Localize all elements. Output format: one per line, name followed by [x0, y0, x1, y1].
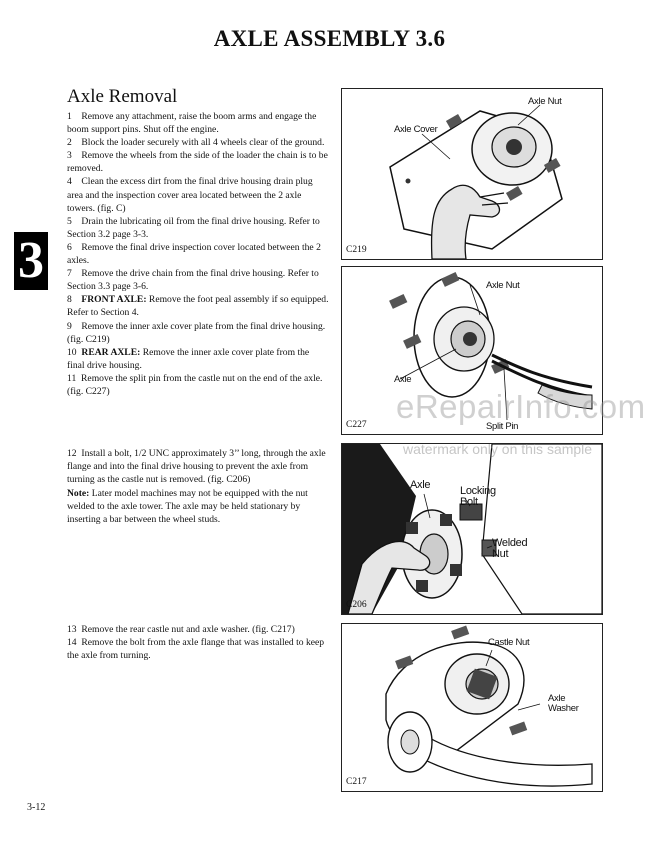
step-13: 13 Remove the rear castle nut and axle w… — [67, 624, 295, 635]
note-label: Note: — [67, 488, 90, 500]
castle-nut-illustration — [385, 625, 593, 787]
steps-block-3: 13 Remove the rear castle nut and axle w… — [67, 623, 329, 662]
step-8-number: 8 — [67, 294, 82, 306]
split-pin-illustration — [389, 271, 593, 421]
page-title: AXLE ASSEMBLY 3.6 — [213, 26, 446, 51]
callout-axle: Axle — [410, 479, 431, 491]
step-12: 12 Install a bolt, 1/2 UNC approximately… — [67, 448, 326, 486]
section-heading: Axle Removal — [67, 86, 178, 107]
callout-axle-washer: Axle Washer — [548, 693, 579, 714]
locking-bolt-illustration — [342, 444, 602, 614]
figure-code: C206 — [346, 600, 367, 610]
callout-castle-nut: Castle Nut — [488, 637, 530, 648]
note: Note: Later model machines may not be eq… — [67, 487, 329, 526]
callout-axle: Axle — [394, 374, 412, 385]
chapter-tab: 3 — [14, 232, 48, 290]
step-7: 7 Remove the drive chain from the final … — [67, 268, 319, 293]
figure-c217: Castle Nut Axle Washer C217 — [341, 623, 603, 792]
axle-cover-illustration — [389, 104, 563, 259]
step-4: 4 Clean the excess dirt from the final d… — [67, 176, 313, 214]
steps-block-2: 12 Install a bolt, 1/2 UNC approximately… — [67, 447, 329, 527]
note-text: Later model machines may not be equipped… — [67, 488, 308, 526]
callout-locking-bolt: Locking Bolt — [460, 485, 496, 508]
step-14: 14 Remove the bolt from the axle flange … — [67, 637, 325, 662]
step-6: 6 Remove the final drive inspection cove… — [67, 241, 321, 267]
callout-axle-cover: Axle Cover — [394, 124, 438, 135]
callout-axle-nut: Axle Nut — [528, 96, 562, 107]
figure-code: C219 — [346, 245, 367, 255]
step-10-text: Remove the inner axle cover plate from t… — [67, 346, 310, 371]
figure-c206: Axle Locking Bolt Welded Nut C206 — [341, 443, 603, 615]
step-8-text: Remove the foot peal assembly if so equi… — [67, 294, 329, 319]
figure-c219: Axle Nut Axle Cover C219 — [341, 88, 603, 260]
callout-welded-nut: Welded Nut — [492, 537, 528, 560]
callout-split-pin: Split Pin — [486, 421, 519, 432]
step-11: 11 Remove the split pin from the castle … — [67, 372, 323, 397]
step-2: 2 Block the loader securely with all 4 w… — [67, 137, 325, 149]
watermark: eRepairInfo.com — [396, 388, 646, 425]
page-number: 3-12 — [27, 802, 46, 813]
callout-axle-nut: Axle Nut — [486, 280, 520, 291]
step-3: 3 Remove the wheels from the side of the… — [67, 150, 328, 175]
step-8: 8 FRONT AXLE: Remove the foot peal assem… — [67, 293, 329, 319]
step-10-number: 10 — [67, 346, 82, 358]
steps-block-1: 1 Remove any attachment, raise the boom … — [67, 110, 329, 398]
step-8-label: FRONT AXLE: — [81, 294, 147, 306]
step-10-label: REAR AXLE: — [81, 346, 141, 358]
step-9: 9 Remove the inner axle cover plate from… — [67, 320, 326, 345]
watermark-subtitle: watermark only on this sample — [403, 441, 593, 457]
step-10: 10 REAR AXLE: Remove the inner axle cove… — [67, 346, 329, 372]
figure-code: C217 — [346, 777, 367, 787]
step-5: 5 Drain the lubricating oil from the fin… — [67, 215, 320, 240]
figure-c227: Axle Nut Axle Split Pin C227 — [341, 266, 603, 435]
figure-code: C227 — [346, 420, 367, 430]
step-1: 1 Remove any attachment, raise the boom … — [67, 111, 317, 136]
